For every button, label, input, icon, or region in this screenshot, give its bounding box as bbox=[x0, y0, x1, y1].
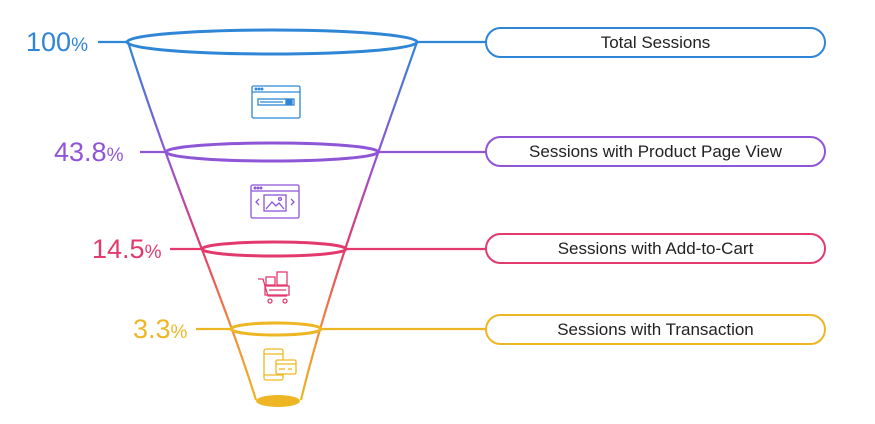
percent-total-sessions: 100% bbox=[26, 29, 88, 56]
browser-window-icon bbox=[251, 85, 301, 119]
funnel-right-edge bbox=[299, 41, 419, 401]
mobile-payment-icon bbox=[263, 348, 297, 381]
percent-value: 3.3 bbox=[133, 314, 171, 344]
percent-sign: % bbox=[106, 145, 124, 166]
percent-add-to-cart: 14.5% bbox=[92, 236, 161, 263]
ring-total-sessions bbox=[125, 28, 419, 56]
percent-sign: % bbox=[170, 322, 188, 343]
stage-label-total-sessions: Total Sessions bbox=[485, 27, 826, 58]
percent-sign: % bbox=[144, 242, 162, 263]
ring-add-to-cart bbox=[200, 240, 348, 258]
percent-value: 14.5 bbox=[92, 234, 145, 264]
percent-value: 100 bbox=[26, 27, 72, 57]
image-slider-icon bbox=[250, 184, 300, 219]
percent-sign: % bbox=[71, 35, 88, 56]
percent-value: 43.8 bbox=[54, 137, 107, 167]
percent-product-view: 43.8% bbox=[54, 139, 123, 166]
ring-product-view bbox=[164, 141, 380, 163]
stage-label-transaction: Sessions with Transaction bbox=[485, 314, 826, 345]
funnel-base bbox=[256, 395, 300, 407]
shopping-cart-icon bbox=[258, 271, 290, 304]
ring-transaction bbox=[229, 321, 323, 337]
stage-label-product-view: Sessions with Product Page View bbox=[485, 136, 826, 167]
funnel-left-edge bbox=[126, 41, 258, 401]
stage-label-add-to-cart: Sessions with Add-to-Cart bbox=[485, 233, 826, 264]
percent-transaction: 3.3% bbox=[133, 316, 187, 343]
